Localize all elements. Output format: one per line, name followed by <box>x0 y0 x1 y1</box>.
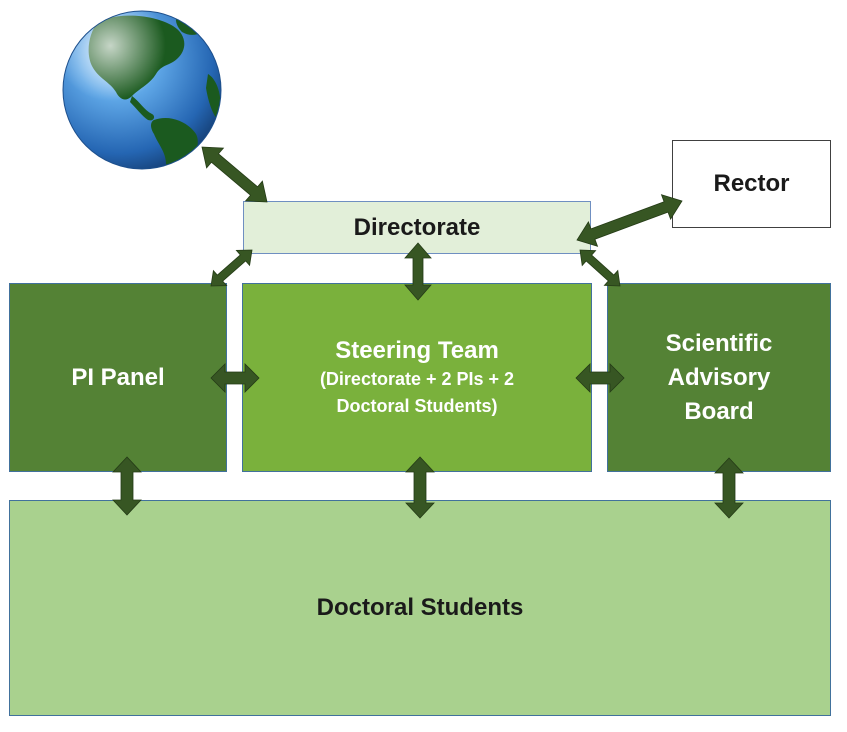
steering-team-title: Steering Team <box>335 336 499 364</box>
directorate-label: Directorate <box>353 213 481 241</box>
rector-directorate-arrow <box>576 194 683 247</box>
steering-team-composition-line1: (Directorate + 2 PIs + 2 <box>319 368 515 389</box>
pi-panel-label: PI Panel <box>71 363 165 391</box>
scientific-advisory-board-box: Scientific Advisory Board <box>607 283 831 472</box>
directorate-box: Directorate <box>243 201 591 254</box>
doctoral-students-box: Doctoral Students <box>9 500 831 716</box>
rector-label: Rector <box>713 170 790 197</box>
sab-label-line1: Scientific <box>665 329 773 357</box>
steering-team-composition-line2: Doctoral Students) <box>336 395 498 416</box>
steering-team-box: Steering Team (Directorate + 2 PIs + 2 D… <box>242 283 592 472</box>
sab-label-line3: Board <box>684 397 754 425</box>
doctoral-students-label: Doctoral Students <box>316 594 524 621</box>
directorate-sab-arrow <box>579 249 621 287</box>
globe-icon <box>62 10 222 170</box>
directorate-pi-panel-arrow <box>210 249 253 287</box>
rector-box: Rector <box>672 140 831 228</box>
pi-panel-box: PI Panel <box>9 283 227 472</box>
sab-label-line2: Advisory <box>667 363 771 391</box>
